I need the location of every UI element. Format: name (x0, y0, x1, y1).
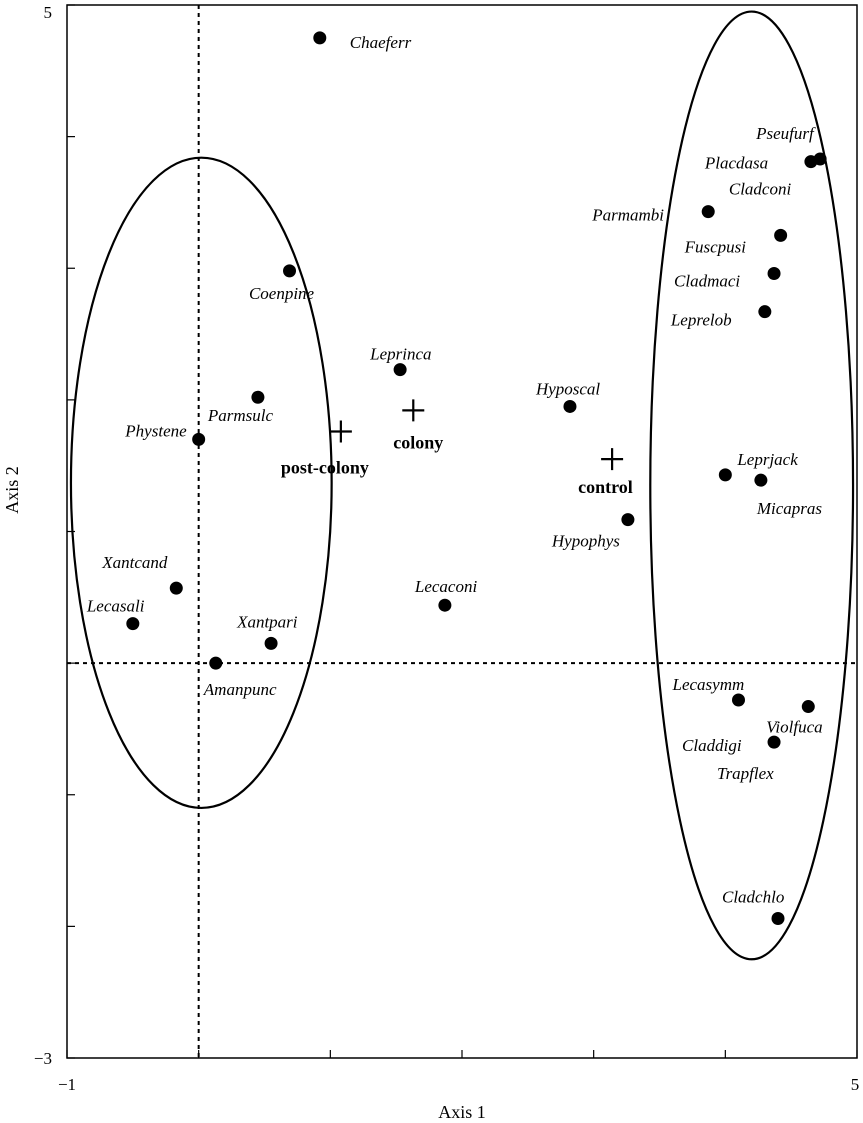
species-label-cladchlo: Cladchlo (722, 887, 784, 906)
species-point-leprinca (393, 363, 407, 377)
species-point-leprelob (758, 305, 772, 319)
species-label-parmsulc: Parmsulc (207, 406, 274, 425)
x-tick-label-min: −1 (58, 1075, 76, 1094)
species-label-chaeferr: Chaeferr (350, 33, 412, 52)
group-ellipse-2 (649, 10, 855, 961)
reference-lines (67, 5, 857, 1058)
species-point-coenpine (283, 264, 297, 278)
centroid-label-post-colony: post-colony (281, 457, 369, 477)
species-point-leprjack (718, 468, 732, 482)
group-ellipses (69, 10, 855, 961)
centroid-marker-post-colony (329, 420, 352, 443)
species-label-violfuca: Violfuca (766, 718, 822, 737)
centroid-marker-colony (402, 399, 425, 422)
species-label-xantcand: Xantcand (101, 553, 168, 572)
species-point-micapras (754, 473, 768, 487)
group-ellipse-1 (69, 156, 333, 810)
species-point-claddigi (767, 735, 781, 749)
species-label-claddigi: Claddigi (682, 736, 742, 755)
species-label-micapras: Micapras (756, 499, 823, 518)
species-label-leprjack: Leprjack (736, 450, 798, 469)
centroid-marker-control (601, 448, 624, 471)
x-axis-title: Axis 1 (438, 1102, 486, 1122)
species-label-cladconi: Cladconi (729, 179, 792, 198)
y-axis-title: Axis 2 (2, 466, 22, 514)
species-label-hypophys: Hypophys (551, 532, 620, 551)
species-point-hypophys (621, 513, 635, 527)
species-point-violfuca (801, 700, 815, 714)
species-label-lecasymm: Lecasymm (672, 675, 745, 694)
species-label-parmambi: Parmambi (591, 206, 664, 225)
species-point-hyposcal (563, 399, 577, 413)
group-centroids: post-colony colony control (281, 399, 633, 497)
species-label-trapflex: Trapflex (717, 764, 774, 783)
species-label-amanpunc: Amanpunc (203, 680, 277, 699)
species-label-leprelob: Leprelob (670, 311, 732, 330)
y-tick-label-max: 5 (44, 3, 53, 22)
species-label-fuscpusi: Fuscpusi (684, 237, 747, 256)
species-label-cladmaci: Cladmaci (674, 272, 740, 291)
species-point-cladmaci (767, 267, 781, 281)
species-point-lecasali (126, 617, 140, 631)
species-label-leprinca: Leprinca (369, 345, 431, 364)
centroid-label-colony: colony (393, 432, 443, 452)
species-point-fuscpusi (774, 228, 788, 242)
species-point-parmambi (701, 205, 715, 219)
species-point-parmsulc (251, 390, 265, 404)
species-point-cladchlo (771, 911, 785, 925)
species-label-lecasali: Lecasali (86, 597, 145, 616)
centroid-label-control: control (578, 477, 633, 497)
species-label-phystene: Phystene (124, 421, 187, 440)
species-point-phystene (192, 432, 206, 446)
species-point-xantpari (264, 636, 278, 650)
species-label-pseufurf: Pseufurf (755, 124, 816, 143)
species-point-lecaconi (438, 598, 452, 612)
species-label-placdasa: Placdasa (704, 154, 768, 173)
species-label-xantpari: Xantpari (236, 612, 298, 631)
x-tick-label-max: 5 (851, 1075, 860, 1094)
species-point-xantcand (169, 581, 183, 595)
y-tick-label-min: −3 (34, 1049, 52, 1068)
species-label-coenpine: Coenpine (249, 284, 315, 303)
species-label-lecaconi: Lecaconi (414, 577, 478, 596)
species-point-lecasymm (732, 693, 745, 707)
species-label-hyposcal: Hyposcal (535, 379, 600, 398)
species-point-chaeferr (313, 31, 327, 45)
species-point-placdasa (804, 155, 818, 169)
axis-ticks (66, 4, 858, 1059)
species-point-amanpunc (209, 656, 223, 670)
